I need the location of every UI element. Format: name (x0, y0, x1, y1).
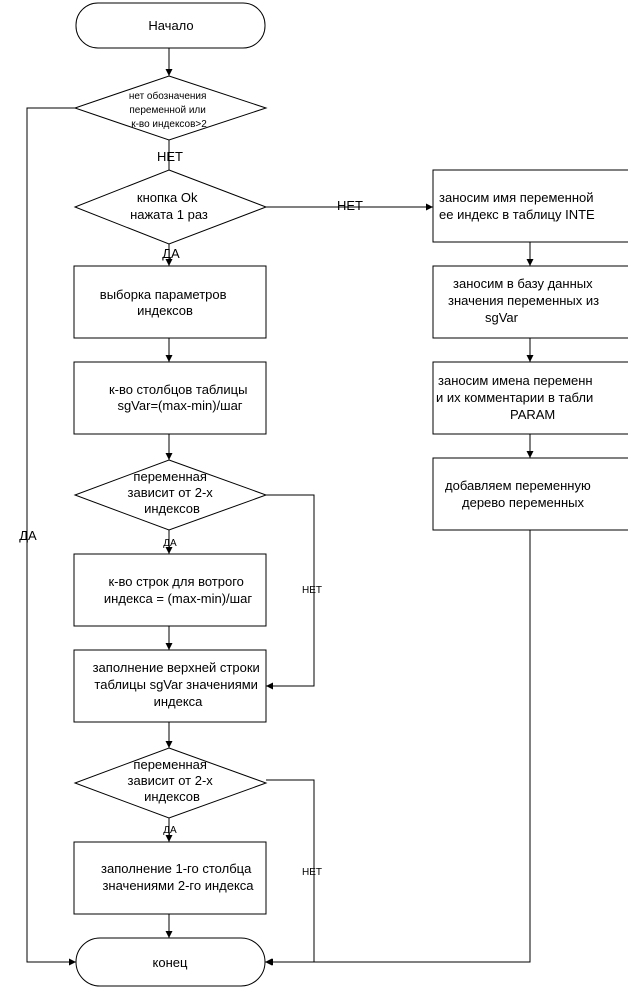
process-select-params: выборка параметров индексов (73, 265, 267, 339)
cond-name-line-2: переменной или (129, 105, 206, 116)
svg-text:переменная зависит от 2-: переменная зависит от 2-х индексов (128, 757, 217, 804)
label-da-left: ДА (19, 528, 37, 543)
dep2-line-1: переменная (133, 757, 207, 772)
process-cols-count: к-во столбцов таблицы sgVar=(max-min)/ша… (73, 361, 267, 435)
decision-ok-pressed: кнопка Ok нажата 1 раз (73, 169, 268, 245)
select-params-line-2: индексов (137, 303, 193, 318)
r3-line-3: PARAM (510, 407, 555, 422)
label-net-top: НЕТ (157, 149, 183, 164)
r1-line-1: заносим имя переменной (439, 190, 594, 205)
cond-ok-line-2: нажата 1 раз (130, 207, 208, 222)
svg-text:заполнение верхней строки: заполнение верхней строки таблицы sgVar … (93, 660, 264, 709)
svg-text:выборка параметров индек: выборка параметров индексов (100, 287, 230, 318)
r2-line-1: заносим в базу данных (453, 276, 593, 291)
arrow-dep1-no (266, 494, 315, 690)
r2-line-3: sgVar (485, 310, 519, 325)
label-net-dep2: НЕТ (302, 867, 322, 878)
r2-line-2: значения переменных из (448, 293, 599, 308)
arrow-cond-yes-to-end (26, 107, 76, 966)
dep2-line-2: зависит от 2-х (128, 773, 214, 788)
start-terminal: Начало (75, 2, 266, 49)
connectors (26, 48, 534, 966)
cols-count-line-2: sgVar=(max-min)/шаг (117, 398, 242, 413)
cols-count-line-1: к-во столбцов таблицы (109, 382, 248, 397)
decision-variable-check: нет обозначения переменной или к-во инде… (73, 75, 268, 141)
rows-count-line-2: индекса = (max-min)/шаг (104, 591, 252, 606)
r3-line-2: и их комментарии в табли (436, 390, 593, 405)
label-net-dep1: НЕТ (302, 585, 322, 596)
end-terminal: конец (75, 937, 266, 987)
svg-text:добавляем переменную дер: добавляем переменную дерево переменных (445, 478, 594, 510)
dep1-line-2: зависит от 2-х (128, 485, 214, 500)
fill-col-line-2: значениями 2-го индекса (102, 878, 254, 893)
dep1-line-3: индексов (144, 501, 200, 516)
cond-name-line-3: к-во индексов>2 (131, 119, 207, 130)
r3-line-1: заносим имена переменн (438, 373, 593, 388)
svg-text:нет обозначения переменн: нет обозначения переменной или к-во инде… (129, 90, 209, 130)
start-label: Начало (148, 18, 193, 33)
process-save-values-db: заносим в базу данных значения переменны… (432, 265, 628, 339)
process-fill-top-row: заполнение верхней строки таблицы sgVar … (73, 649, 267, 723)
svg-text:заполнение 1-го столбца: заполнение 1-го столбца значениями 2-го … (101, 861, 255, 893)
decision-depends-2: переменная зависит от 2-х индексов (73, 747, 268, 819)
cond-name-line-1: нет обозначения (129, 90, 207, 102)
branch-labels: НЕТ НЕТ ДА ДА ДА НЕТ ДА НЕТ (19, 149, 363, 878)
dep1-line-1: переменная (133, 469, 207, 484)
r4-line-2: дерево переменных (462, 495, 584, 510)
fill-col-line-1: заполнение 1-го столбца (101, 861, 252, 876)
end-label: конец (153, 955, 188, 970)
r4-line-1: добавляем переменную (445, 478, 591, 493)
svg-text:к-во строк для вотрого и: к-во строк для вотрого индекса = (max-mi… (104, 574, 252, 606)
arrow-r4-to-end (266, 530, 531, 966)
process-rows-count: к-во строк для вотрого индекса = (max-mi… (73, 553, 267, 627)
process-fill-first-column: заполнение 1-го столбца значениями 2-го … (73, 841, 267, 915)
label-da-ok: ДА (162, 246, 180, 261)
svg-text:заносим имена переменн и: заносим имена переменн и их комментарии … (436, 373, 597, 422)
decision-depends-1: переменная зависит от 2-х индексов (73, 459, 268, 531)
process-save-name-index: заносим имя переменной ее индекс в табли… (432, 169, 628, 243)
label-da-dep1: ДА (163, 538, 177, 549)
process-save-param: заносим имена переменн и их комментарии … (432, 361, 628, 435)
svg-text:заносим имя переменной е: заносим имя переменной ее индекс в табли… (439, 190, 597, 222)
svg-text:кнопка Ok нажата 1 раз: кнопка Ok нажата 1 раз (130, 190, 208, 222)
cond-ok-line-1: кнопка Ok (137, 190, 198, 205)
dep2-line-3: индексов (144, 789, 200, 804)
svg-text:к-во столбцов таблицы sg: к-во столбцов таблицы sgVar=(max-min)/ша… (109, 382, 251, 413)
fill-top-line-2: таблицы sgVar значениями (94, 677, 258, 692)
svg-text:заносим в базу данных зн: заносим в базу данных значения переменны… (448, 276, 603, 325)
process-add-to-tree: добавляем переменную дерево переменных (432, 457, 628, 531)
r1-line-2: ее индекс в таблицу INTE (439, 207, 595, 222)
select-params-line-1: выборка параметров (100, 287, 227, 302)
label-net-ok: НЕТ (337, 198, 363, 213)
label-da-dep2: ДА (163, 825, 177, 836)
rows-count-line-1: к-во строк для вотрого (108, 574, 243, 589)
svg-text:переменная зависит от 2-: переменная зависит от 2-х индексов (128, 469, 217, 516)
fill-top-line-3: индекса (154, 694, 204, 709)
fill-top-line-1: заполнение верхней строки (93, 660, 260, 675)
